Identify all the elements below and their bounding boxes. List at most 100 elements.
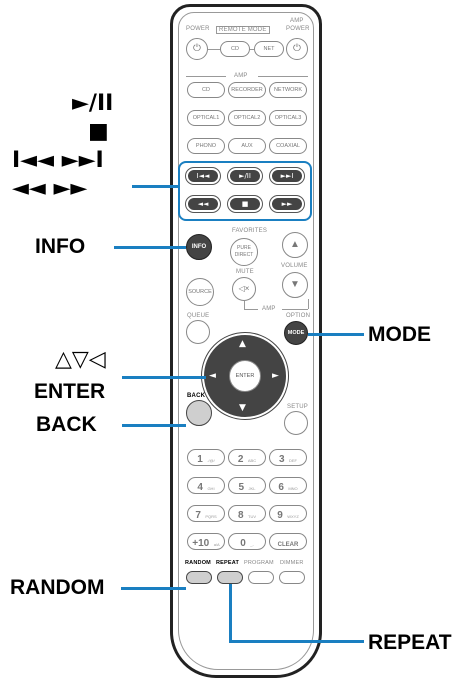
number-5-button[interactable]: 5 JKL (228, 477, 266, 494)
number-letters: MNO (288, 486, 298, 491)
queue-label: QUEUE (187, 313, 210, 319)
random-label: RANDOM (185, 560, 211, 566)
transport-leader-line (132, 185, 178, 188)
mute-button[interactable]: ◁× (232, 277, 256, 301)
queue-button[interactable] (186, 320, 210, 344)
amp-section-label: AMP (234, 73, 248, 79)
source-cd-button[interactable]: CD (187, 82, 225, 98)
back-label: BACK (187, 393, 206, 399)
callout-mode: MODE (368, 323, 431, 346)
number-6-button[interactable]: 6 MNO (269, 477, 307, 494)
pure-label: PURE (237, 245, 251, 251)
divider (186, 76, 226, 77)
plus10-button[interactable]: +10 a/A (187, 533, 225, 550)
callout-cursor: △▽◁ (55, 347, 106, 372)
number-letters: ./@/ (207, 458, 215, 463)
number-1-button[interactable]: 1 ./@/ (187, 449, 225, 466)
repeat-button[interactable] (217, 571, 243, 584)
number-letters: DEF (289, 458, 297, 463)
stop-button[interactable]: ■ (227, 195, 263, 213)
fast-forward-button[interactable]: ►► (269, 195, 305, 213)
mode-button[interactable]: MODE (284, 321, 308, 345)
number-letters: ABC (247, 458, 257, 463)
volume-up-button[interactable]: ▲ (282, 232, 308, 258)
source-phono-button[interactable]: PHONO (187, 138, 225, 154)
play-pause-button[interactable]: ►/II (227, 167, 263, 185)
source-network-button[interactable]: NETWORK (269, 82, 307, 98)
source-optical2-button[interactable]: OPTICAL2 (228, 110, 266, 126)
number-digit: 8 (237, 510, 244, 521)
skip-forward-button[interactable]: ►►I (269, 167, 305, 185)
source-recorder-button[interactable]: RECORDER (228, 82, 266, 98)
number-letters: TUV (248, 514, 256, 519)
number-2-button[interactable]: 2 ABC (228, 449, 266, 466)
remote-mode-label: REMOTE MODE (216, 26, 270, 34)
amp-power-button[interactable]: ⏻ (286, 38, 308, 60)
clear-label: CLEAR (277, 542, 299, 548)
back-button[interactable] (186, 400, 212, 426)
callout-skip: I◄◄ ►►I (12, 148, 104, 173)
mode-leader-line (308, 333, 364, 336)
rewind-button[interactable]: ◄◄ (185, 195, 221, 213)
info-leader-line (114, 246, 186, 249)
volume-down-button[interactable]: ▼ (282, 272, 308, 298)
cursor-right-icon[interactable]: ► (272, 371, 279, 381)
repeat-label: REPEAT (216, 560, 240, 566)
number-digit: 2 (237, 454, 244, 465)
random-button[interactable] (186, 571, 212, 584)
mute-icon: ◁× (238, 284, 250, 293)
dimmer-button[interactable] (279, 571, 305, 584)
back-leader-line (122, 424, 186, 427)
connector-line (250, 49, 254, 50)
clear-button[interactable]: CLEAR (269, 533, 307, 550)
connector-line (208, 49, 220, 50)
divider (282, 309, 308, 310)
number-7-button[interactable]: 7 PQRS (187, 505, 225, 522)
number-digit: 5 (238, 482, 245, 493)
source-coaxial-button[interactable]: COAXIAL (269, 138, 307, 154)
power-button[interactable]: ⏻ (186, 38, 208, 60)
number-digit: 7 (195, 510, 201, 521)
program-label: PROGRAM (244, 560, 274, 566)
callout-enter: ENTER (34, 380, 106, 403)
power-icon: ⏻ (193, 43, 201, 54)
cursor-up-icon[interactable]: ▲ (239, 339, 246, 349)
divider (258, 76, 308, 77)
callout-random: RANDOM (10, 576, 105, 599)
number-9-button[interactable]: 9 WXYZ (269, 505, 307, 522)
number-4-button[interactable]: 4 GHI (187, 477, 225, 494)
source-optical3-button[interactable]: OPTICAL3 (269, 110, 307, 126)
option-label: OPTION (286, 313, 311, 319)
enter-button[interactable]: ENTER (229, 360, 261, 392)
random-leader-line (121, 587, 186, 590)
source-optical1-button[interactable]: OPTICAL1 (187, 110, 225, 126)
number-letters: WXYZ (287, 514, 299, 519)
amp-power-label-line1: AMP (290, 18, 304, 24)
mute-label: MUTE (236, 269, 254, 275)
source-aux-button[interactable]: AUX (228, 138, 266, 154)
skip-back-button[interactable]: I◄◄ (185, 167, 221, 185)
divider (244, 309, 258, 310)
callout-info: INFO (35, 235, 86, 258)
repeat-leader-line-vertical (229, 584, 232, 641)
net-mode-button[interactable]: NET (254, 41, 284, 57)
number-digit: 6 (278, 482, 284, 493)
cursor-down-icon[interactable]: ▼ (239, 403, 246, 413)
number-letters: _- (250, 542, 254, 547)
source-button[interactable]: SOURCE (186, 278, 214, 306)
number-digit: 3 (278, 454, 285, 465)
info-button[interactable]: INFO (186, 234, 212, 260)
amp-label: AMP (262, 306, 276, 312)
number-3-button[interactable]: 3 DEF (269, 449, 307, 466)
volume-down-icon: ▼ (290, 279, 300, 290)
number-letters: GHI (207, 486, 215, 491)
program-button[interactable] (248, 571, 274, 584)
cursor-left-icon[interactable]: ◄ (209, 371, 216, 381)
cd-mode-button[interactable]: CD (220, 41, 250, 57)
callout-search: ◄◄ ►► (12, 176, 88, 201)
number-0-button[interactable]: 0 _- (228, 533, 266, 550)
setup-button[interactable] (284, 411, 308, 435)
number-digit: 4 (197, 482, 203, 493)
number-8-button[interactable]: 8 TUV (228, 505, 266, 522)
